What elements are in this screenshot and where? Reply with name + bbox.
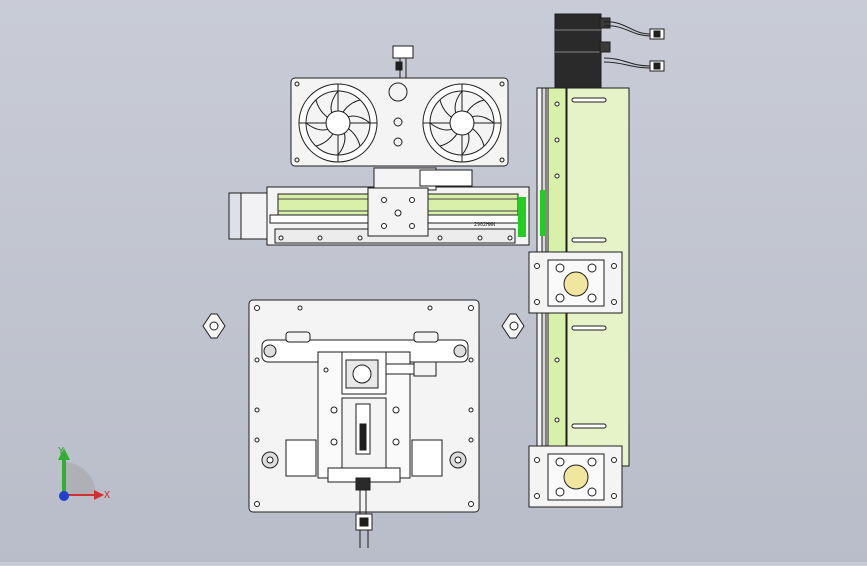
bearing-block-lower [528,445,623,508]
axis-x-label: X [104,490,110,501]
x-axis-part-label: 2902HWN [474,222,495,228]
probe-cable [355,477,373,548]
y-axis-gantry[interactable] [528,13,665,508]
fan-left-icon [298,83,378,163]
fan-connector [392,45,414,78]
side-bracket-right [501,313,525,339]
fan-module[interactable] [290,45,509,167]
bearing-right-icon [449,451,467,469]
motor-cable [603,21,665,72]
base-plate[interactable] [248,299,480,548]
bearing-left-icon [261,451,279,469]
x-axis-module[interactable]: 2902HWN [228,167,530,246]
stepper-motor [554,13,611,89]
fan-right-icon [422,83,502,163]
bearing-block-upper [528,251,623,314]
axis-y-label: Y [58,446,64,457]
axis-triad: Y X [58,446,110,501]
side-bracket-left [202,313,226,339]
